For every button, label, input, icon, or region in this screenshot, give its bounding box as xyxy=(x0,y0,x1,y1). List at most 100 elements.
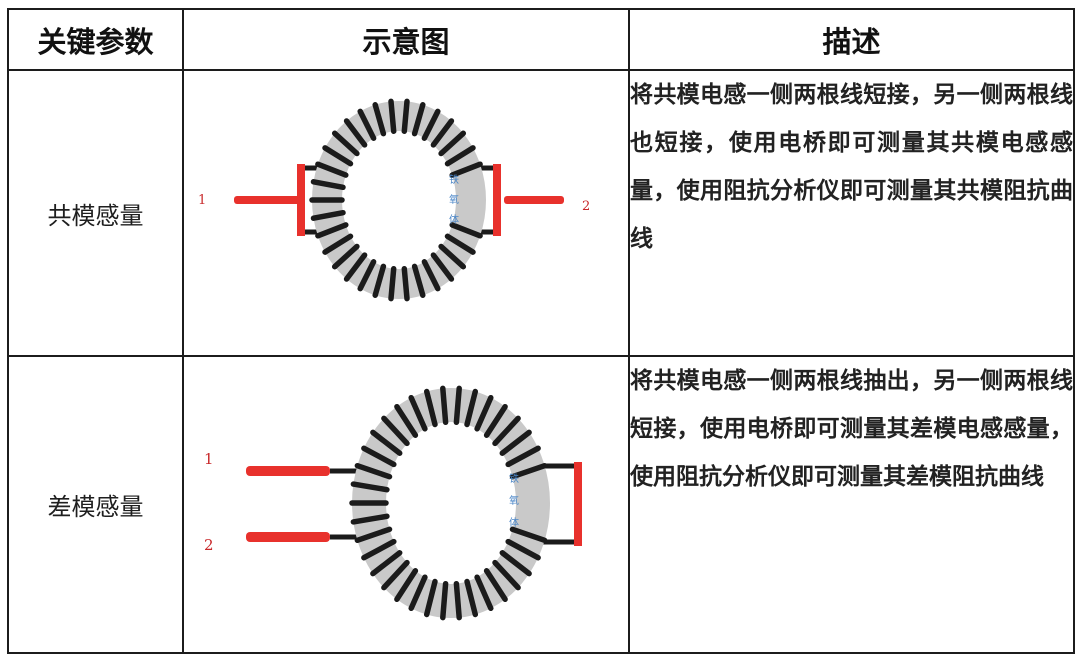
winding-turn xyxy=(350,481,390,493)
winding-turn xyxy=(408,574,428,612)
winding-turn xyxy=(331,130,360,157)
short-bar-right xyxy=(574,462,582,546)
core-text-2: 氧 xyxy=(509,494,519,507)
winding-turn xyxy=(438,130,467,157)
winding-turn xyxy=(343,118,368,148)
core-text-1: 铁 xyxy=(449,173,459,186)
winding-turn xyxy=(423,388,438,428)
winding-turn xyxy=(388,98,397,135)
lead-left xyxy=(234,196,304,204)
winding-turn xyxy=(505,538,541,561)
winding-turn xyxy=(381,415,410,447)
winding-turn xyxy=(372,102,387,137)
diagram-cell-common-mode: 铁 氧 体 1 2 xyxy=(182,69,630,357)
winding-turn xyxy=(370,550,403,577)
winding-turn xyxy=(453,385,462,426)
winding-turn xyxy=(372,263,387,298)
winding-turn xyxy=(361,538,397,561)
param-common-mode: 共模感量 xyxy=(7,69,184,357)
winding-turn xyxy=(401,98,410,135)
pin-label-1: 1 xyxy=(204,450,214,468)
header-param: 关键参数 xyxy=(7,8,184,71)
pin-label-2: 2 xyxy=(582,199,590,214)
winding-turn xyxy=(464,578,479,618)
winding-turn xyxy=(411,263,426,298)
winding-turn xyxy=(315,161,349,178)
winding-turn xyxy=(449,161,483,178)
winding-turn xyxy=(499,429,532,456)
winding-coils xyxy=(309,98,483,302)
winding-turn xyxy=(440,580,449,621)
winding-turn xyxy=(483,403,508,438)
winding-turn xyxy=(357,259,377,292)
winding-turn xyxy=(444,145,476,167)
winding-turn xyxy=(509,526,548,544)
winding-turn xyxy=(464,388,479,428)
pin-label-1: 1 xyxy=(198,193,206,208)
winding-turn xyxy=(505,445,541,468)
winding-turn xyxy=(322,233,354,255)
short-bar-left xyxy=(297,164,305,236)
table-header-row: 关键参数 示意图 描述 xyxy=(7,8,1075,71)
winding-turn xyxy=(408,394,428,432)
winding-turn xyxy=(370,429,403,456)
toroid-core xyxy=(309,98,486,302)
toroid-core xyxy=(349,385,550,621)
core-text-3: 体 xyxy=(509,517,519,529)
core-text-2: 氧 xyxy=(449,193,459,206)
parameter-table: 关键参数 示意图 描述 共模感量 xyxy=(7,8,1075,654)
core-text-1: 铁 xyxy=(509,472,519,485)
winding-turn xyxy=(394,403,419,438)
winding-turn xyxy=(354,526,393,544)
winding-turn xyxy=(361,445,397,468)
short-bar-right xyxy=(493,164,501,236)
header-description: 描述 xyxy=(628,8,1075,71)
winding-turn xyxy=(438,243,467,270)
winding-turn xyxy=(444,233,476,255)
winding-turn xyxy=(401,265,410,302)
winding-turn xyxy=(423,578,438,618)
winding-turn xyxy=(310,179,346,191)
winding-turn xyxy=(440,385,449,426)
winding-turn xyxy=(331,243,360,270)
winding-turn xyxy=(394,568,419,603)
winding-turn xyxy=(322,145,354,167)
winding-turn xyxy=(315,222,349,239)
winding-turn xyxy=(474,574,494,612)
header-diagram: 示意图 xyxy=(182,8,630,71)
winding-turn xyxy=(381,559,410,591)
pin-label-2: 2 xyxy=(204,536,214,554)
winding-turn xyxy=(509,462,548,480)
winding-turn xyxy=(357,108,377,141)
winding-turn xyxy=(492,415,521,447)
lead-top xyxy=(246,466,330,476)
core-text-3: 体 xyxy=(449,214,459,226)
winding-turn xyxy=(411,102,426,137)
winding-turn xyxy=(474,394,494,432)
winding-turn xyxy=(492,559,521,591)
winding-turn xyxy=(453,580,462,621)
table-row: 共模感量 xyxy=(7,69,1075,357)
lead-right xyxy=(504,196,564,204)
winding-coils xyxy=(349,385,548,621)
winding-turn xyxy=(449,222,483,239)
winding-turn xyxy=(421,108,441,141)
core-label: 铁 氧 体 xyxy=(449,173,459,226)
winding-turn xyxy=(350,513,390,525)
differential-mode-diagram: 铁 氧 体 1 2 xyxy=(204,385,582,621)
common-mode-leads xyxy=(234,164,564,236)
winding-turn xyxy=(430,252,455,282)
winding-turn xyxy=(354,462,393,480)
winding-turn xyxy=(483,568,508,603)
lead-bottom xyxy=(246,532,330,542)
winding-turn xyxy=(310,209,346,221)
winding-turn xyxy=(421,259,441,292)
core-label: 铁 氧 体 xyxy=(509,472,519,529)
winding-turn xyxy=(499,550,532,577)
description-differential-mode: 将共模电感一侧两根线抽出，另一侧两根线短接，使用电桥即可测量其差模电感感量，使用… xyxy=(628,355,1075,654)
diagram-cell-differential-mode: 铁 氧 体 1 2 xyxy=(182,355,630,654)
param-differential-mode: 差模感量 xyxy=(7,355,184,654)
winding-turn xyxy=(430,118,455,148)
table-row: 差模感量 xyxy=(7,355,1075,654)
